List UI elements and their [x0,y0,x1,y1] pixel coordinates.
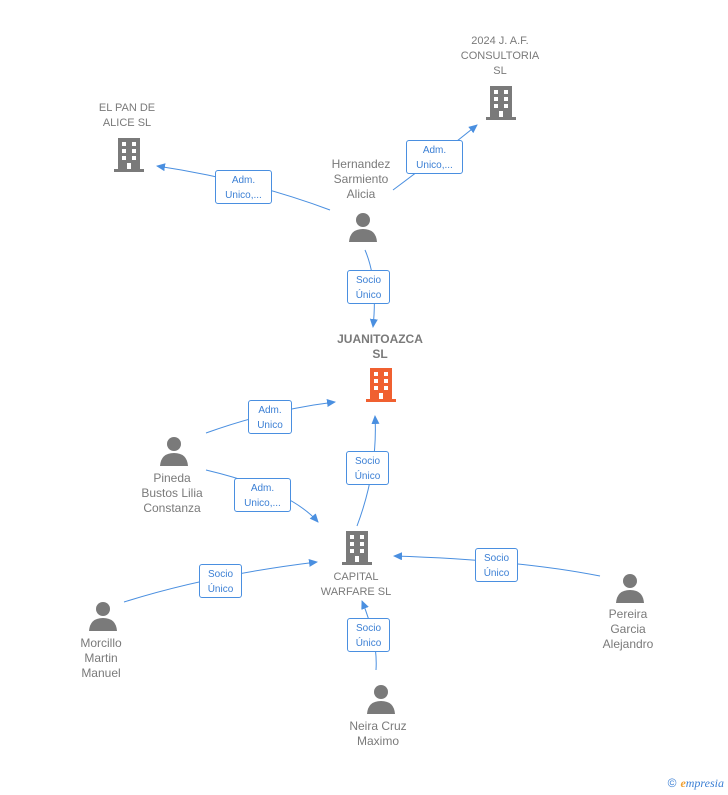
edge-label-neira-capital: Socio Único [347,618,390,652]
building-icon-el-pan-de-alice[interactable] [112,136,146,172]
edge-label-morcillo-capital: Socio Único [199,564,242,598]
building-icon-capital-warfare[interactable] [340,529,374,565]
edge-label-hernandez-el-pan: Adm. Unico,... [215,170,272,204]
copyright-icon: © [667,776,677,790]
person-icon-hernandez[interactable] [348,212,378,242]
node-label-consultoria[interactable]: 2024 J. A.F. CONSULTORIA SL [460,35,540,77]
node-label-neira[interactable]: Neira Cruz Maximo [349,719,407,748]
building-icon-consultoria[interactable] [484,84,518,120]
edge-label-hernandez-consultoria: Adm. Unico,... [406,140,463,174]
edge-label-pineda-capital: Adm. Unico,... [234,478,291,512]
node-label-juanitoazca[interactable]: JUANITOAZCA SL [337,332,423,361]
node-label-morcillo[interactable]: Morcillo Martin Manuel [80,636,122,680]
brand-e: e [680,776,686,790]
person-icon-morcillo[interactable] [88,601,118,631]
building-icon-juanitoazca[interactable] [364,366,398,402]
edge-label-hernandez-juanitoazca: Socio Único [347,270,390,304]
node-label-pereira[interactable]: Pereira Garcia Alejandro [602,607,654,651]
node-label-hernandez[interactable]: Hernandez Sarmiento Alicia [331,157,391,201]
person-icon-pineda[interactable] [159,436,189,466]
edge-label-pineda-juanitoazca: Adm. Unico [248,400,292,434]
node-label-pineda[interactable]: Pineda Bustos Lilia Constanza [141,471,203,515]
brand-name: mpresia [685,776,724,790]
node-label-el-pan-de-alice[interactable]: EL PAN DE ALICE SL [98,102,156,129]
edge-label-capital-juanitoazca: Socio Único [346,451,389,485]
person-icon-neira[interactable] [366,684,396,714]
node-label-capital-warfare[interactable]: CAPITAL WARFARE SL [320,571,392,598]
edge-label-pereira-capital: Socio Único [475,548,518,582]
brand-logo[interactable]: ©empresia [668,776,724,791]
person-icon-pereira[interactable] [615,573,645,603]
